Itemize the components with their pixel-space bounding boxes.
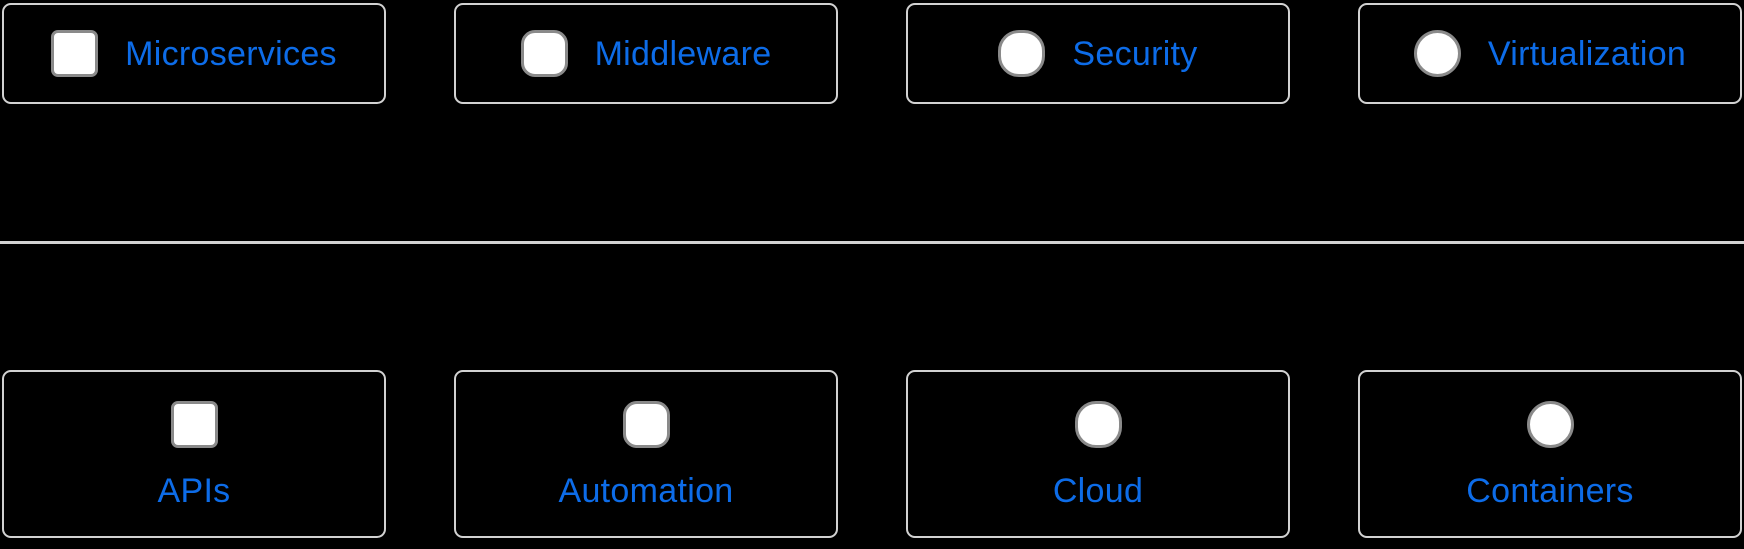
tile-containers[interactable]: Containers — [1358, 370, 1742, 538]
tile-automation[interactable]: Automation — [454, 370, 838, 538]
checkbox-squircle-icon — [1074, 400, 1122, 448]
tile-label: Middleware — [594, 34, 772, 73]
top-tile-row: Microservices Middleware Security Virtua… — [0, 3, 1744, 104]
tile-microservices[interactable]: Microservices — [2, 3, 386, 104]
checkbox-rounded-icon — [622, 400, 670, 448]
tile-apis[interactable]: APIs — [2, 370, 386, 538]
tile-label: Automation — [558, 471, 734, 510]
radio-circle-icon — [1413, 30, 1461, 77]
tile-security[interactable]: Security — [906, 3, 1290, 104]
tile-label: Security — [1072, 34, 1198, 73]
tile-label: Microservices — [125, 34, 337, 73]
checkbox-squircle-icon — [998, 30, 1046, 77]
bottom-tile-row: APIs Automation Cloud Containers — [0, 370, 1744, 538]
checkbox-square-icon — [51, 30, 99, 77]
tile-cloud[interactable]: Cloud — [906, 370, 1290, 538]
divider — [0, 241, 1744, 244]
tile-label: Containers — [1466, 471, 1634, 510]
checkbox-rounded-icon — [520, 30, 568, 77]
tile-label: Virtualization — [1487, 34, 1687, 73]
checkbox-square-icon — [170, 400, 218, 448]
selectable-tiles-demo: Microservices Middleware Security Virtua… — [0, 3, 1744, 538]
tile-virtualization[interactable]: Virtualization — [1358, 3, 1742, 104]
tile-label: Cloud — [1052, 471, 1144, 510]
radio-circle-icon — [1526, 400, 1574, 448]
tile-middleware[interactable]: Middleware — [454, 3, 838, 104]
tile-label: APIs — [157, 471, 231, 510]
